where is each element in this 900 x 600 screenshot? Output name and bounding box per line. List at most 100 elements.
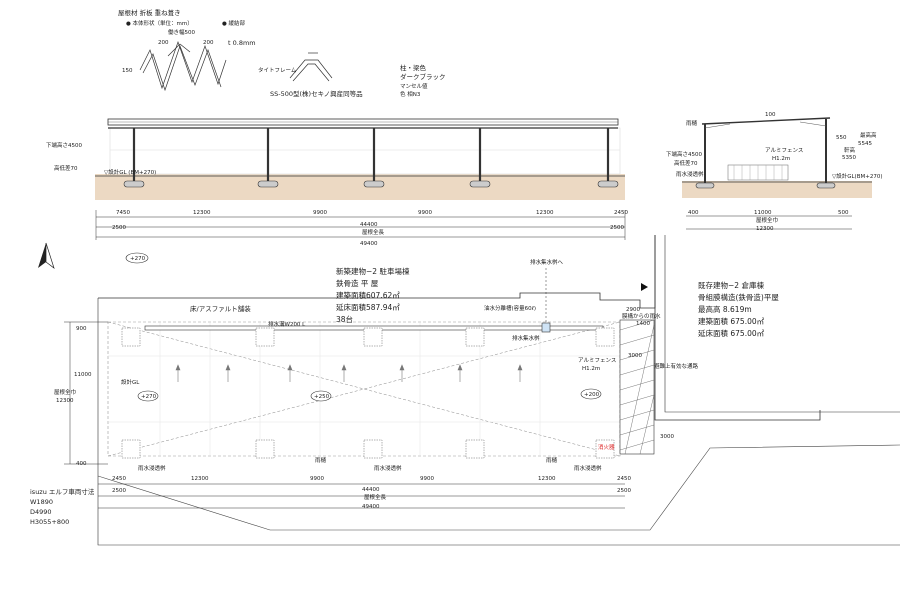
plan-dim-11000: 11000 bbox=[74, 372, 92, 378]
elev-span-5: 12300 bbox=[536, 210, 554, 216]
elev-overall-length: 49400 bbox=[360, 241, 378, 247]
section-overall-label: 屋根全巾 bbox=[756, 216, 778, 224]
roof-note-fixing: ● 緩結部 bbox=[222, 19, 246, 27]
plan-gl-marker: +270 bbox=[130, 256, 146, 262]
roof-height: 150 bbox=[122, 68, 133, 74]
plan-span-6: 2450 bbox=[617, 476, 631, 482]
plan-width-value: 12300 bbox=[56, 398, 74, 404]
plan-dim-1400: 1400 bbox=[636, 321, 650, 327]
elev-right-offset: 2500 bbox=[610, 225, 624, 231]
plan-fence: アルミフェンス bbox=[578, 357, 616, 364]
plan-dim-900: 900 bbox=[76, 326, 87, 332]
plan-surface: 床/アスファルト舗装 bbox=[190, 304, 251, 313]
plan-membrane: 膜構からの雨水 bbox=[622, 312, 661, 320]
site-boundary bbox=[98, 235, 656, 309]
elev-eave-height: 下端高さ4500 bbox=[46, 141, 82, 149]
plan-dim-2900: 2900 bbox=[626, 307, 640, 313]
direction-arrows bbox=[175, 364, 523, 382]
existing-building-area: 建築面積 675.00㎡ bbox=[698, 316, 765, 326]
plan-span-5: 12300 bbox=[538, 476, 556, 482]
roof-detail-title: 屋根材 折板 重ね葺き bbox=[118, 8, 181, 17]
plan-overall-length: 49400 bbox=[362, 504, 380, 510]
play-icon bbox=[641, 283, 648, 291]
plan-rain-pit-2: 雨水浸透桝 bbox=[374, 464, 402, 472]
plan-oil-separator: 油水分離槽(容量60ℓ) bbox=[484, 304, 536, 312]
section-fence-height: H1.2m bbox=[772, 156, 790, 162]
section-span-3: 500 bbox=[838, 210, 849, 216]
section-rain-pit: 雨水浸透桝 bbox=[676, 170, 704, 178]
column-markers bbox=[121, 327, 615, 459]
section-max-height-value: 5545 bbox=[858, 141, 872, 147]
plan-left-offset: 2500 bbox=[112, 488, 126, 494]
cross-section: 100 雨樋 下端高さ4500 高低差70 雨水浸透桝 アルミフェンス H1.2… bbox=[666, 112, 882, 232]
plan-fire-label: 消火器 bbox=[598, 443, 615, 451]
truck-depth: D4990 bbox=[30, 508, 52, 516]
color-code: 色 相N3 bbox=[400, 90, 421, 98]
section-fence: アルミフェンス bbox=[765, 147, 803, 154]
truck-width: W1890 bbox=[30, 498, 53, 506]
plan-drain-pit: 排水集水桝 bbox=[512, 334, 540, 342]
roof-dim-b: 200 bbox=[203, 40, 214, 46]
section-span-2: 11000 bbox=[754, 210, 772, 216]
plan-dim-400: 400 bbox=[76, 461, 87, 467]
plan-gl-mid: +250 bbox=[314, 394, 330, 400]
new-building-structure: 鉄骨造 平 屋 bbox=[336, 278, 379, 288]
color-maker: マンセル値 bbox=[400, 82, 428, 90]
elev-span-2: 12300 bbox=[193, 210, 211, 216]
existing-building-floor-area: 延床面積 675.00㎡ bbox=[698, 328, 765, 338]
plan-overall-label: 屋根全長 bbox=[364, 493, 387, 501]
plan-gl-right: +200 bbox=[584, 392, 600, 398]
columns bbox=[132, 128, 610, 183]
folded-plate-profile bbox=[139, 40, 227, 92]
section-top-dim: 100 bbox=[765, 112, 776, 118]
plan-span-3: 9900 bbox=[310, 476, 324, 482]
roof-detail: 屋根材 折板 重ね葺き ● 本体形状（単位：mm） ● 緩結部 働き幅500 2… bbox=[118, 8, 446, 98]
new-building-title: 新築建物−2 駐車場棟 bbox=[336, 266, 410, 276]
elev-overall-label: 屋根全長 bbox=[362, 228, 385, 236]
existing-building-structure: 骨組膜構造(鉄骨造)平屋 bbox=[698, 292, 779, 302]
color-name: ダークブラック bbox=[400, 72, 446, 81]
plan-span-1: 2450 bbox=[112, 476, 126, 482]
elev-span-1: 7450 bbox=[116, 210, 130, 216]
elev-span-4: 9900 bbox=[418, 210, 432, 216]
new-building-area: 建築面積607.62㎡ bbox=[336, 290, 400, 300]
plan-gl-left: +270 bbox=[141, 394, 157, 400]
section-overall-width: 12300 bbox=[756, 226, 774, 232]
plan-span-2: 12300 bbox=[191, 476, 209, 482]
existing-boundary bbox=[654, 235, 821, 421]
plan-gutter-right: 雨樋 bbox=[546, 456, 558, 464]
fence-area bbox=[619, 319, 655, 455]
plan-drain-top: 排水集水桝へ bbox=[530, 258, 564, 266]
new-building-parking: 38台 bbox=[336, 314, 353, 324]
truck-height: H3055+800 bbox=[30, 518, 69, 526]
new-building-floor-area: 延床面積587.94㎡ bbox=[336, 302, 400, 312]
roof-dim-a: 200 bbox=[158, 40, 169, 46]
plan-gutter-mid: 雨樋 bbox=[315, 456, 327, 464]
elev-span-6: 2450 bbox=[614, 210, 628, 216]
existing-building-title: 既存建物−2 倉庫棟 bbox=[698, 280, 764, 290]
section-dim-550: 550 bbox=[836, 135, 847, 141]
elev-left-offset: 2500 bbox=[112, 225, 126, 231]
diagonal-1 bbox=[107, 321, 621, 457]
footings bbox=[123, 180, 619, 188]
roof-thickness: t 0.8mm bbox=[228, 39, 256, 47]
boundary-slope bbox=[97, 475, 271, 531]
color-title: 柱・梁色 bbox=[400, 63, 427, 72]
plan-rain-pit-1: 雨水浸透桝 bbox=[138, 464, 166, 472]
section-height-diff: 高低差70 bbox=[674, 159, 698, 167]
truck-title: isuzu エルフ車両寸法 bbox=[30, 487, 95, 496]
plan-gl-label: 設計GL bbox=[121, 378, 140, 386]
plan-dim-3000-h: 3000 bbox=[660, 434, 674, 440]
plan-width-label: 屋根全巾 bbox=[54, 388, 76, 396]
plan-span-4: 9900 bbox=[420, 476, 434, 482]
elev-span-3: 9900 bbox=[313, 210, 327, 216]
roof-pitch: 働き幅500 bbox=[168, 28, 195, 36]
long-elevation: 下端高さ4500 高低差70 ▽設計GL (BM+270) 7450 12300… bbox=[46, 118, 628, 247]
oil-separator bbox=[541, 322, 551, 333]
section-roof bbox=[701, 117, 831, 125]
plan-fence-height: H1.2m bbox=[582, 366, 600, 372]
plan-dim-3000-v: 3000 bbox=[628, 353, 642, 359]
elev-total-length: 44400 bbox=[360, 222, 378, 228]
plan-drain-channel: 排水溝W200 L bbox=[268, 320, 306, 328]
